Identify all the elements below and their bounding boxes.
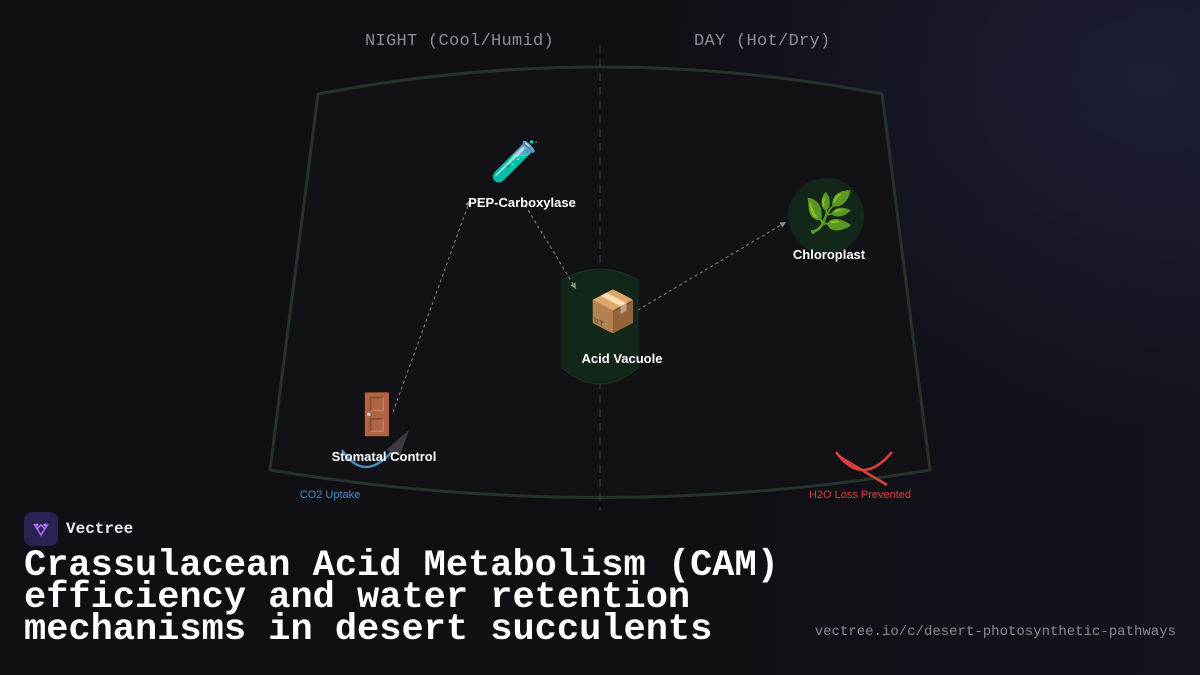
co2-uptake-label: CO2 Uptake [299,489,361,501]
brand-name: Vectree [66,520,134,538]
brand[interactable]: Vectree [24,512,133,546]
co2-arrow-head [386,430,409,456]
day-phase-label: DAY (Hot/Dry) [694,32,831,51]
stomatal-control-label: Stomatal Control [331,449,437,464]
arrow-pep-to-vacuole [521,199,577,290]
h2o-loss-label: H2O Loss Prevented [808,489,912,501]
arrow-stomata-to-pep [392,199,471,413]
door-icon: 🚪 [352,392,402,438]
vectree-logo-icon [24,512,58,546]
pep-carboxylase-label: PEP-Carboxylase [468,195,576,210]
chloroplast-circle [788,178,864,254]
page-title: Crassulacean Acid Metabolism (CAM) effic… [24,545,779,651]
co2-uptake-curve [340,447,396,469]
night-phase-label: NIGHT (Cool/Humid) [365,32,555,51]
source-url[interactable]: vectree.io/c/desert-photosynthetic-pathw… [814,624,1176,640]
herb-leaf-icon: 🌿 [804,190,854,236]
h2o-cross-line [839,455,888,487]
package-icon: 📦 [588,289,638,335]
vacuole-shape [561,268,639,385]
arrow-vacuole-to-chloroplast [637,221,787,311]
acid-vacuole-label: Acid Vacuole [581,351,663,366]
chloroplast-label: Chloroplast [792,247,866,262]
test-tube-icon: 🧪 [490,139,540,185]
